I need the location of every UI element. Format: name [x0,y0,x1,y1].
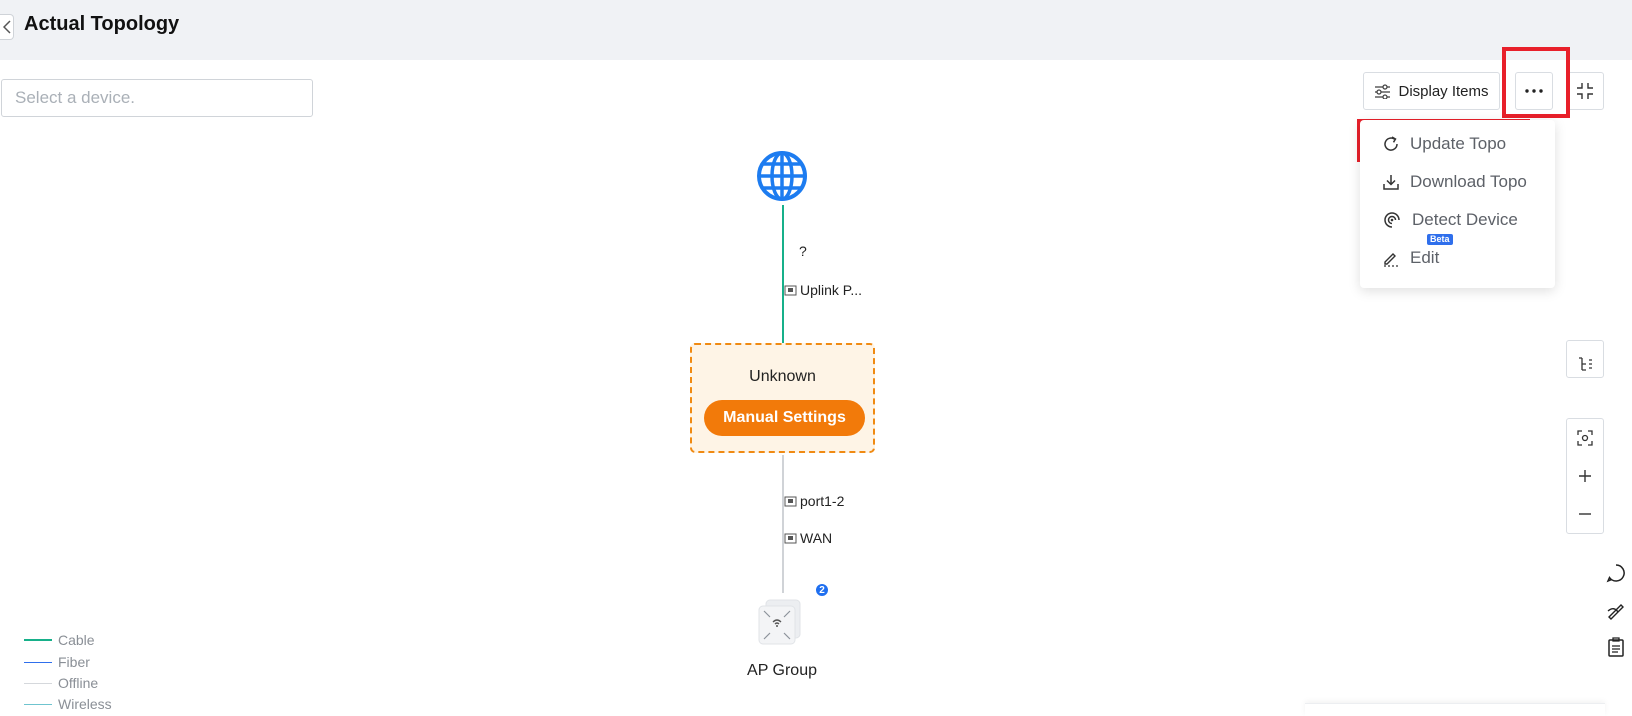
device-search-input[interactable] [1,79,313,117]
highlight-more-button [1502,47,1570,118]
legend-label: Cable [58,632,95,648]
download-icon [1383,175,1399,190]
menu-item-download-topo[interactable]: Download Topo [1382,172,1527,192]
port-icon [784,533,797,544]
more-options-button[interactable] [1515,72,1553,110]
legend-swatch [24,639,52,641]
focus-icon [1577,430,1593,446]
port-icon [784,496,797,507]
beta-badge: Beta [1427,234,1453,245]
edge-label-text: WAN [800,530,833,546]
feedback-float-button[interactable] [1600,594,1632,626]
legend-cable: Cable [24,632,95,648]
ap-group-node[interactable] [756,598,804,653]
menu-item-update-topo[interactable]: Update Topo [1382,134,1506,154]
edge-label-text: port1-2 [800,493,845,509]
layout-toggle-button[interactable] [1566,340,1604,378]
legend-fiber: Fiber [24,654,90,670]
ap-count-badge: 2 [815,583,829,597]
tree-layout-icon [1579,357,1592,371]
collapse-icon [1577,83,1593,99]
more-options-menu: Update Topo Download Topo Detect Device … [1360,120,1555,288]
menu-item-label: Update Topo [1410,134,1507,153]
notes-float-button[interactable] [1600,631,1632,663]
edge-label-text: Uplink P... [800,282,862,298]
exit-fullscreen-button[interactable] [1566,72,1604,110]
port-icon [784,285,797,296]
menu-item-label: Download Topo [1410,172,1527,191]
zoom-out-button[interactable] [1567,495,1603,533]
more-dots-icon [1525,89,1543,93]
display-items-button[interactable]: Display Items [1363,72,1500,110]
page-header: Actual Topology [0,0,1632,58]
fit-view-button[interactable] [1567,419,1603,457]
ap-group-label: AP Group [747,662,817,679]
edit-icon [1384,253,1398,267]
plus-icon [1579,470,1591,482]
sliders-icon [1375,83,1391,99]
legend-label: Offline [58,675,99,691]
zoom-control-group [1566,418,1604,534]
legend-wireless: Wireless [24,696,112,712]
manual-settings-button[interactable]: Manual Settings [704,400,865,436]
zoom-in-button[interactable] [1567,457,1603,495]
menu-item-label: Edit [1410,248,1440,267]
menu-item-edit[interactable]: Edit [1382,248,1439,268]
globe-icon [757,151,807,201]
legend-swatch [24,682,52,684]
minus-icon [1579,513,1591,515]
legend-label: Wireless [58,696,112,712]
access-point-icon [758,599,801,645]
unknown-device-node[interactable]: Unknown Manual Settings [690,343,875,453]
display-items-label: Display Items [1398,82,1489,100]
radar-icon [1384,212,1400,228]
unknown-label: Unknown [749,368,816,385]
menu-item-detect-device[interactable]: Detect Device [1382,210,1518,230]
pen-icon [1607,604,1624,620]
legend-swatch [24,661,52,663]
refresh-icon [1384,136,1398,151]
chat-float-button[interactable] [1600,557,1632,589]
legend-offline: Offline [24,675,98,691]
clipboard-icon [1608,637,1624,657]
edge-label-uplink: Uplink P... [784,282,862,298]
edge-label-port1: port1-2 [784,493,844,509]
chevron-left-icon [2,20,11,34]
edge-label-wan: WAN [784,530,832,546]
edge-label-question: ? [799,243,807,259]
menu-item-label: Detect Device [1412,210,1518,229]
page-title: Actual Topology [24,13,180,35]
internet-node[interactable] [756,150,808,207]
back-button[interactable] [0,14,14,40]
legend-swatch [24,703,52,705]
bottom-panel [1305,703,1605,716]
legend-label: Fiber [58,654,90,670]
chat-icon [1606,564,1625,583]
